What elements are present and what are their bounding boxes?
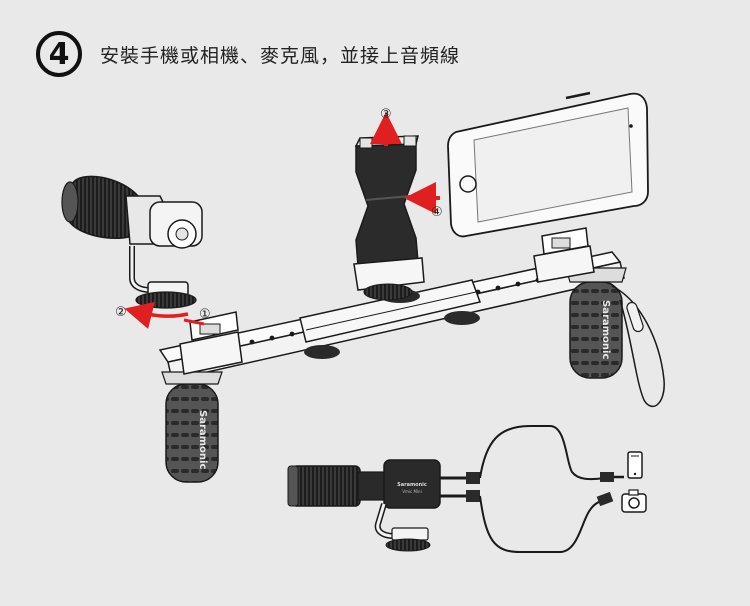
smartphone — [447, 91, 649, 238]
left-cold-shoe — [179, 311, 243, 375]
bracket-bar — [158, 251, 625, 381]
step-number-badge: 4 — [36, 31, 82, 77]
left-grip-brand: Saramonic — [197, 410, 208, 469]
right-cold-shoe — [533, 227, 595, 283]
right-grip: Saramonic — [565, 267, 665, 407]
mic-brand-line1: Saramonic — [397, 482, 427, 488]
camera-icon — [621, 489, 647, 513]
callout-numbers: ① ② ③ ④ — [115, 107, 443, 322]
step-header: 4 安裝手機或相機、麥克風，並接上音頻線 — [36, 26, 460, 82]
slide-arrow — [183, 318, 205, 326]
assembly-arrows — [124, 112, 440, 329]
mic-connection-diagram: Saramonic Vmic Mini — [287, 425, 647, 553]
callout-1: ① — [199, 307, 211, 322]
step-title: 安裝手機或相機、麥克風，並接上音頻線 — [100, 44, 461, 67]
left-grip: Saramonic — [161, 371, 223, 483]
smartphone-icon — [627, 451, 643, 479]
microphone — [61, 175, 203, 309]
callout-3: ③ — [380, 107, 392, 122]
callout-4: ④ — [431, 205, 443, 220]
mic-brand-line2: Vmic Mini — [402, 489, 421, 494]
rotate-arrow — [124, 301, 189, 329]
phone-clamp — [353, 135, 425, 301]
right-grip-brand: Saramonic — [600, 300, 611, 359]
callout-2: ② — [115, 305, 127, 320]
